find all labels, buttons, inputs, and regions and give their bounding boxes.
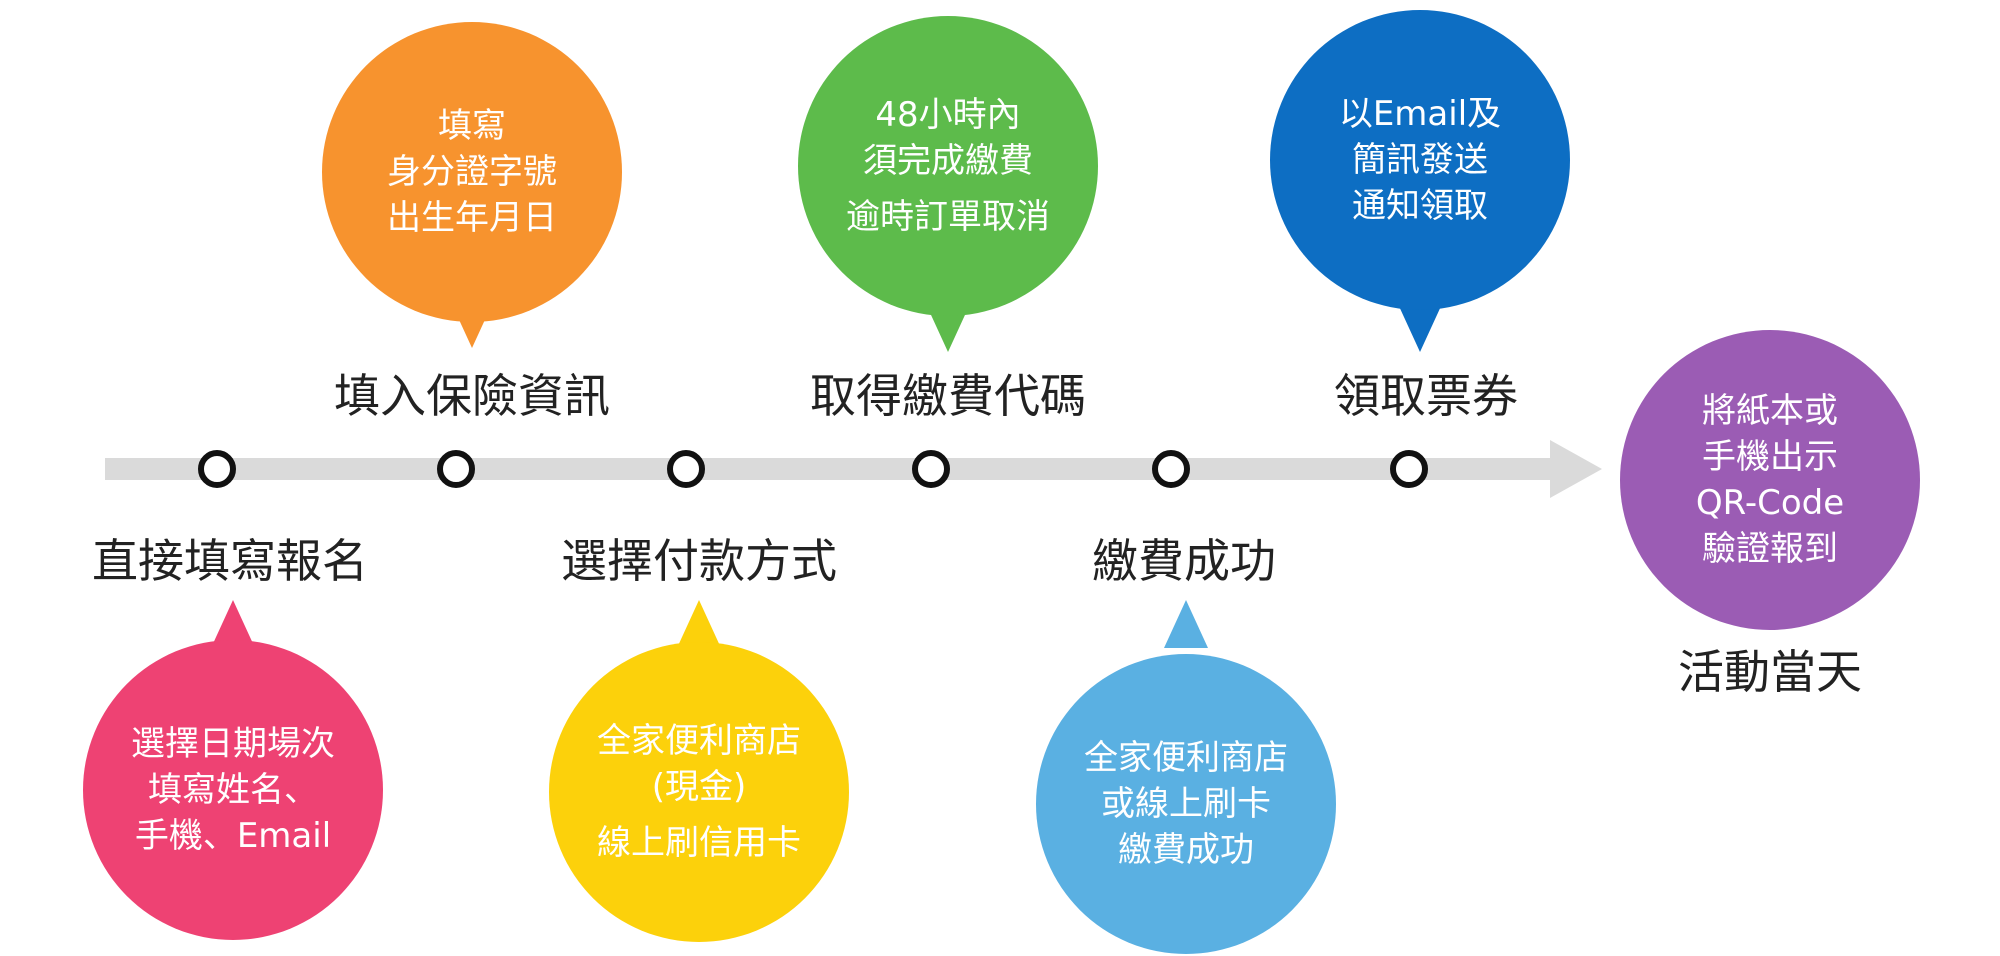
- timeline-bar: [105, 458, 1555, 480]
- step-label-payment-method: 選擇付款方式: [561, 534, 837, 588]
- step-label-register: 直接填寫報名: [92, 534, 368, 588]
- bubble-text: 手機出示: [1702, 437, 1838, 477]
- bubble-payment-method: 全家便利商店 (現金) 線上刷信用卡: [549, 642, 849, 942]
- timeline-node-4: [912, 450, 950, 488]
- bubble-text: 驗證報到: [1702, 529, 1838, 569]
- bubble-text: 全家便利商店: [597, 721, 801, 761]
- step-label-insurance: 填入保險資訊: [334, 369, 610, 423]
- bubble-get-ticket: 以Email及 簡訊發送 通知領取: [1270, 10, 1570, 310]
- bubble-text: 線上刷信用卡: [597, 823, 801, 863]
- bubble-text: 逾時訂單取消: [846, 197, 1050, 237]
- bubble-text: QR-Code: [1695, 483, 1845, 523]
- bubble-tail: [1398, 304, 1442, 352]
- bubble-register: 選擇日期場次 填寫姓名、 手機、Email: [83, 640, 383, 940]
- step-label-payment-code: 取得繳費代碼: [810, 369, 1086, 423]
- bubble-tail: [677, 600, 721, 648]
- bubble-text: 選擇日期場次: [131, 724, 335, 764]
- bubble-text: 填寫姓名、: [148, 770, 318, 810]
- step-label-get-ticket: 領取票券: [1334, 369, 1518, 423]
- timeline-node-5: [1152, 450, 1190, 488]
- bubble-text: 通知領取: [1352, 186, 1488, 226]
- bubble-payment-success: 全家便利商店 或線上刷卡 繳費成功: [1036, 654, 1336, 954]
- timeline-node-2: [437, 450, 475, 488]
- bubble-text: 全家便利商店: [1084, 738, 1288, 778]
- bubble-text: (現金): [651, 767, 747, 807]
- timeline-node-3: [667, 450, 705, 488]
- bubble-text: 簡訊發送: [1352, 140, 1488, 180]
- bubble-text: 以Email及: [1338, 94, 1502, 134]
- bubble-text: 繳費成功: [1118, 830, 1254, 870]
- step-label-event-day: 活動當天: [1678, 645, 1862, 699]
- bubble-insurance: 填寫 身分證字號 出生年月日: [322, 22, 622, 322]
- bubble-text: 手機、Email: [134, 816, 332, 856]
- timeline-arrow-icon: [1550, 440, 1602, 498]
- bubble-text: 出生年月日: [387, 198, 557, 238]
- bubble-payment-code: 48小時內 須完成繳費 逾時訂單取消: [798, 16, 1098, 316]
- bubble-text: 須完成繳費: [863, 141, 1033, 181]
- bubble-tail: [1164, 600, 1208, 648]
- timeline-node-6: [1390, 450, 1428, 488]
- bubble-text: 填寫: [438, 106, 506, 146]
- bubble-text: 將紙本或: [1702, 391, 1838, 431]
- bubble-event-day: 將紙本或 手機出示 QR-Code 驗證報到: [1620, 330, 1920, 630]
- timeline-node-1: [198, 450, 236, 488]
- bubble-text: 身分證字號: [387, 152, 557, 192]
- step-label-payment-success: 繳費成功: [1092, 534, 1276, 588]
- bubble-text: 或線上刷卡: [1101, 784, 1271, 824]
- bubble-text: 48小時內: [875, 95, 1021, 135]
